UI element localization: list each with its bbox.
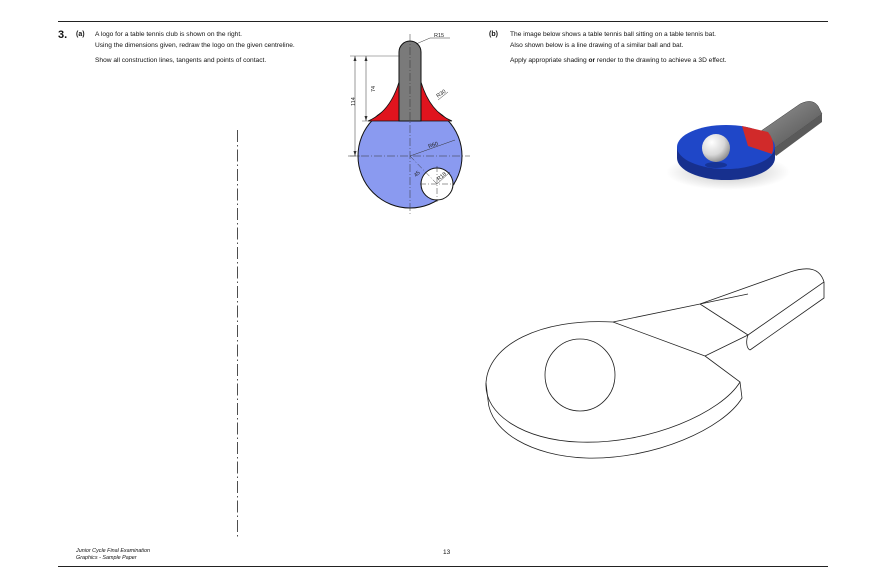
dim-r18: R18	[436, 171, 448, 182]
part-b-line-3-bold: or	[588, 57, 596, 64]
dim-74: 74	[371, 86, 377, 92]
part-b-label: (b)	[489, 31, 498, 38]
footer-line-1: Junior Cycle Final Examination	[76, 548, 151, 554]
part-b-line-3-pre: Apply appropriate shading	[510, 57, 589, 64]
part-b-line-3-post: render to the drawing to achieve a 3D ef…	[595, 57, 727, 64]
top-rule	[58, 21, 828, 22]
part-b-line-2: Also shown below is a line drawing of a …	[510, 42, 684, 49]
dim-r30: R30	[436, 89, 448, 100]
part-b-line-1: The image below shows a table tennis bal…	[510, 31, 716, 38]
logo-handle	[398, 40, 422, 122]
dim-r60: R60	[428, 141, 439, 150]
question-number: 3.	[58, 29, 68, 41]
bottom-rule	[58, 566, 828, 567]
part-a-line-2: Using the dimensions given, redraw the l…	[95, 42, 295, 49]
dim-114: 114	[351, 97, 357, 106]
dim-45: 45	[413, 170, 422, 179]
part-a-line-3: Show all construction lines, tangents an…	[95, 57, 267, 64]
part-b-line-3: Apply appropriate shading or render to t…	[510, 56, 727, 65]
part-a-label: (a)	[76, 31, 85, 38]
part-a-line-1: A logo for a table tennis club is shown …	[95, 31, 242, 38]
page-number: 13	[443, 549, 451, 556]
logo-fillet-right	[420, 81, 453, 122]
footer-line-2: Graphics - Sample Paper	[76, 555, 137, 561]
dim-r15: R15	[434, 33, 444, 39]
